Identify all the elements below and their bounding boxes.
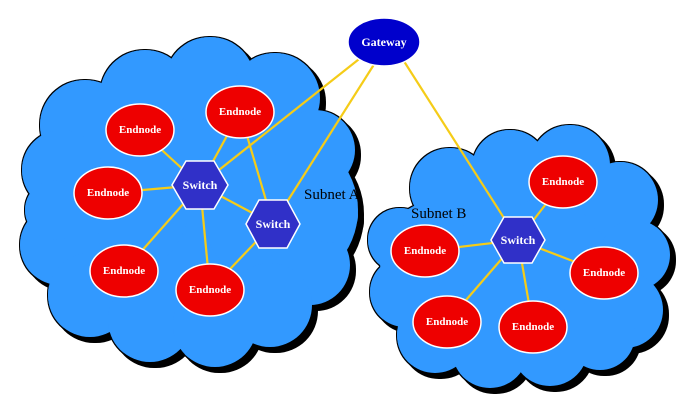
cloud-puff bbox=[582, 162, 658, 238]
cloud-puff bbox=[302, 187, 358, 243]
endnode-a4[interactable]: Endnode bbox=[89, 244, 159, 298]
endnode-b5[interactable]: Endnode bbox=[498, 300, 568, 354]
gateway-label: Gateway bbox=[361, 35, 406, 49]
endnode-b3-label: Endnode bbox=[583, 267, 625, 279]
endnode-a3[interactable]: Endnode bbox=[73, 166, 143, 220]
switch-a2[interactable]: Switch bbox=[245, 199, 301, 249]
cloud-puff bbox=[25, 180, 85, 240]
endnode-b2-label: Endnode bbox=[404, 245, 446, 257]
endnode-a5[interactable]: Endnode bbox=[175, 263, 245, 317]
endnode-b5-label: Endnode bbox=[512, 321, 554, 333]
endnode-a5-label: Endnode bbox=[189, 284, 231, 296]
endnode-b1[interactable]: Endnode bbox=[528, 155, 598, 209]
cloud-puff bbox=[565, 300, 635, 370]
endnode-b1-label: Endnode bbox=[542, 176, 584, 188]
endnode-a2[interactable]: Endnode bbox=[205, 85, 275, 139]
switch-b[interactable]: Switch bbox=[490, 216, 546, 264]
link-gateway-switch-2 bbox=[272, 54, 381, 225]
cloud-puff bbox=[228, 263, 312, 347]
switch-b-label: Switch bbox=[501, 233, 536, 247]
switch-a2-label: Switch bbox=[256, 217, 291, 231]
cloud-puff bbox=[275, 110, 355, 190]
endnode-b4-label: Endnode bbox=[426, 316, 468, 328]
link-gateway-switch-b bbox=[399, 54, 519, 241]
switch-a1-label: Switch bbox=[183, 178, 218, 192]
subnet-a-label: Subnet A bbox=[304, 187, 360, 203]
endnode-b4[interactable]: Endnode bbox=[412, 295, 482, 349]
endnode-a3-label: Endnode bbox=[87, 187, 129, 199]
endnode-b2[interactable]: Endnode bbox=[390, 224, 460, 278]
gateway-node[interactable]: Gateway bbox=[347, 17, 421, 67]
endnode-a1[interactable]: Endnode bbox=[105, 103, 175, 157]
switch-a1[interactable]: Switch bbox=[171, 160, 229, 210]
cloud-puff bbox=[410, 148, 490, 228]
link-gateway-switch-1 bbox=[199, 51, 369, 186]
cloud-puff bbox=[108, 278, 192, 362]
subnet-b-label: Subnet B bbox=[411, 206, 466, 222]
endnode-a4-label: Endnode bbox=[103, 265, 145, 277]
endnode-a1-label: Endnode bbox=[119, 124, 161, 136]
endnode-a2-label: Endnode bbox=[219, 106, 261, 118]
endnode-b3[interactable]: Endnode bbox=[569, 246, 639, 300]
